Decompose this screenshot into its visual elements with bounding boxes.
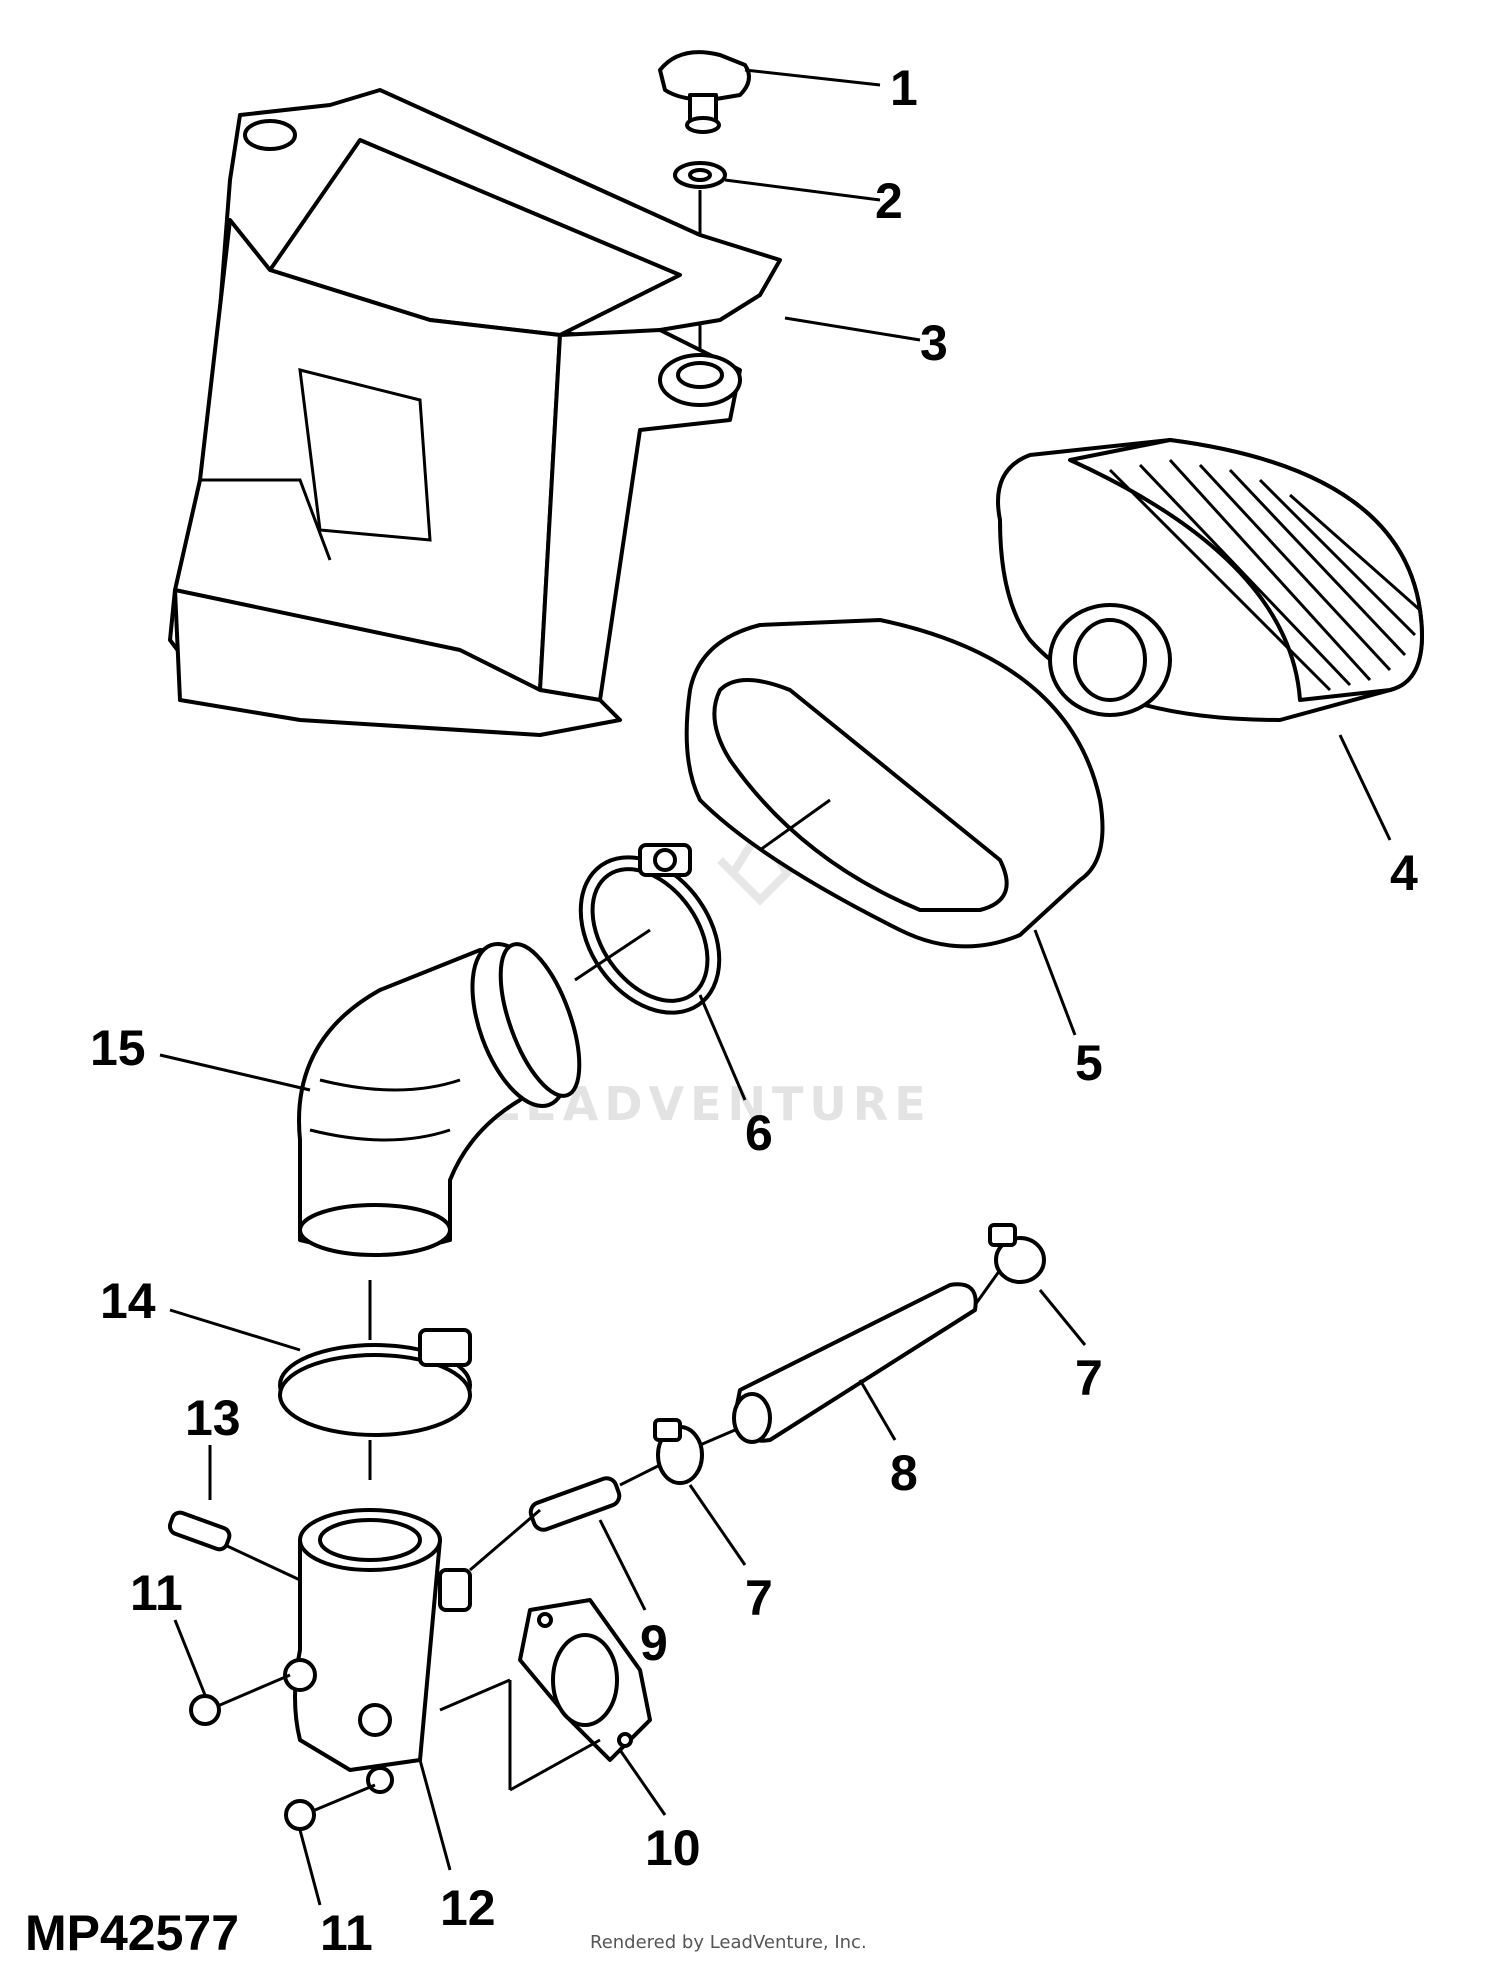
part-2-washer bbox=[673, 161, 727, 355]
callout-8: 8 bbox=[890, 1445, 918, 1501]
part-6-clamp bbox=[578, 843, 722, 1015]
callout-labels: 1 2 3 4 5 6 7 7 8 9 10 11 11 12 13 14 15 bbox=[90, 60, 1418, 1961]
callout-15: 15 bbox=[90, 1020, 146, 1076]
part-5-precleaner bbox=[684, 618, 1105, 949]
callout-5: 5 bbox=[1075, 1035, 1103, 1091]
credit-text: Rendered by LeadVenture, Inc. bbox=[590, 1932, 867, 1953]
part-13-pin bbox=[167, 1510, 232, 1552]
part-3-cover bbox=[168, 88, 782, 737]
part-11-nut-lower bbox=[284, 1799, 316, 1831]
callout-7-lower: 7 bbox=[745, 1570, 773, 1626]
callout-13: 13 bbox=[185, 1390, 241, 1446]
part-12-adapter bbox=[283, 1508, 472, 1794]
part-8-hose bbox=[732, 1282, 978, 1444]
part-14-clamp bbox=[278, 1280, 472, 1480]
part-7-clamp-upper bbox=[988, 1223, 1046, 1284]
callout-7-upper: 7 bbox=[1075, 1350, 1103, 1406]
callout-10: 10 bbox=[645, 1820, 701, 1876]
callout-3: 3 bbox=[920, 315, 948, 371]
callout-9: 9 bbox=[640, 1615, 668, 1671]
part-10-gasket bbox=[518, 1598, 652, 1762]
leader-lines bbox=[159, 68, 1392, 1906]
callout-11-upper: 11 bbox=[130, 1565, 183, 1621]
callout-14: 14 bbox=[100, 1273, 156, 1329]
callout-11-lower: 11 bbox=[320, 1905, 373, 1961]
part-7-clamp-lower bbox=[653, 1418, 704, 1485]
callout-2: 2 bbox=[875, 173, 903, 229]
figure-code: MP42577 bbox=[25, 1905, 239, 1961]
callout-4: 4 bbox=[1390, 845, 1418, 901]
callout-1: 1 bbox=[890, 60, 918, 116]
part-1-knob bbox=[658, 50, 751, 134]
part-15-elbow bbox=[297, 941, 582, 1257]
part-9-fitting bbox=[528, 1476, 622, 1532]
part-11-nut-upper bbox=[189, 1694, 221, 1726]
callout-6: 6 bbox=[745, 1105, 773, 1161]
part-4-filter bbox=[996, 438, 1424, 722]
callout-12: 12 bbox=[440, 1880, 496, 1936]
connector-lines bbox=[219, 798, 1002, 1812]
